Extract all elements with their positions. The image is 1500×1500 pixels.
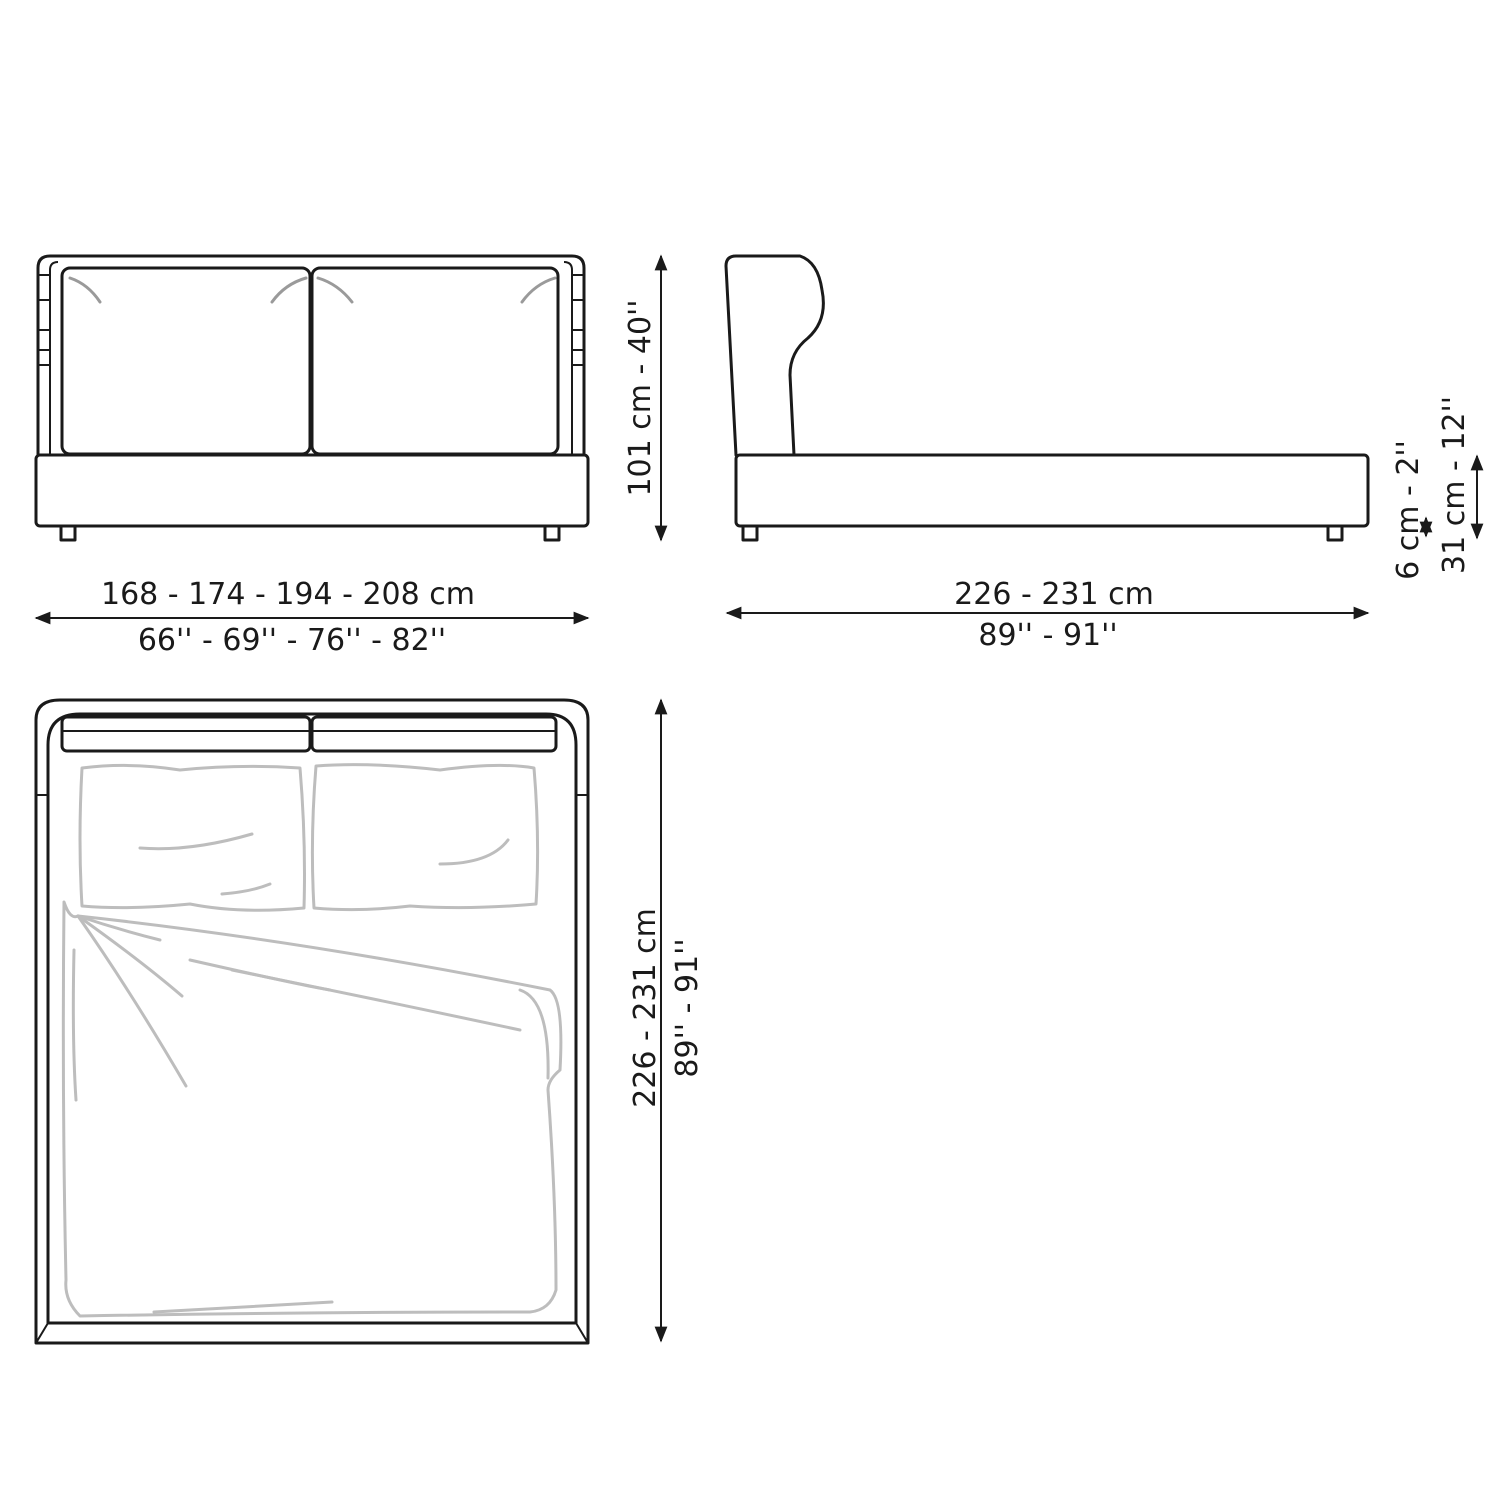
front-foot-right <box>543 524 561 542</box>
side-foot-right <box>1326 524 1344 542</box>
top-duvet <box>61 900 563 1318</box>
front-headboard-inner-left <box>49 261 59 455</box>
front-height-label: 101 cm - 40'' <box>623 299 658 496</box>
top-frame-corners <box>35 1322 589 1344</box>
top-frame-outer <box>34 698 590 1345</box>
top-length-in-label: 89'' - 91'' <box>670 938 705 1077</box>
front-headboard-inner-right <box>563 261 573 455</box>
top-view <box>34 698 590 1345</box>
top-pillow-left <box>78 763 306 912</box>
side-length-in-label: 89'' - 91'' <box>978 618 1117 653</box>
top-cushion-right <box>310 715 558 753</box>
top-cushion-left <box>60 715 312 753</box>
side-view <box>724 254 1370 542</box>
side-bed-base <box>734 453 1370 528</box>
side-clearance-label: 6 cm - 2'' <box>1391 440 1426 580</box>
side-length-cm-label: 226 - 231 cm <box>954 577 1154 612</box>
front-view <box>34 254 590 542</box>
front-cushion-left <box>60 266 312 456</box>
front-headboard <box>36 254 586 457</box>
front-width-cm-label: 168 - 174 - 194 - 208 cm <box>101 577 475 612</box>
side-headboard <box>724 254 825 457</box>
side-foot-left <box>741 524 759 542</box>
top-pillow-right <box>310 763 540 912</box>
side-base-height-label: 31 cm - 12'' <box>1437 396 1472 574</box>
front-cushion-right <box>310 266 560 456</box>
front-cushion-creases <box>68 276 557 304</box>
top-frame-inner <box>46 712 578 1325</box>
front-width-in-label: 66'' - 69'' - 76'' - 82'' <box>138 623 446 658</box>
front-foot-left <box>59 524 77 542</box>
front-side-stitching <box>38 274 584 366</box>
front-bed-base <box>34 453 590 528</box>
top-length-cm-label: 226 - 231 cm <box>628 908 663 1108</box>
